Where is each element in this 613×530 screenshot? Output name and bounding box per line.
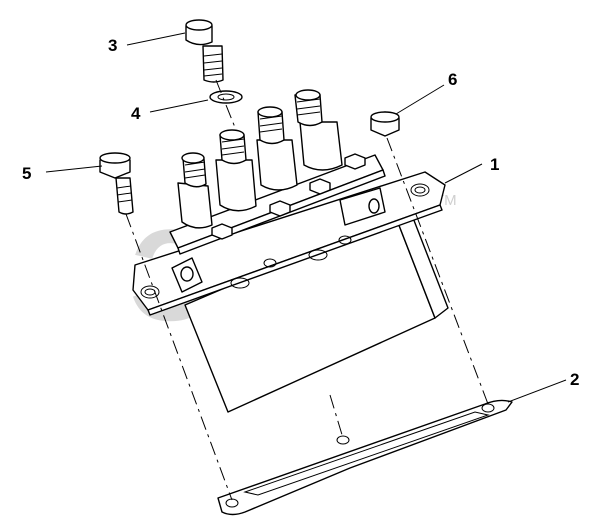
callout-3: 3 <box>108 36 117 55</box>
callout-1: 1 <box>490 155 499 174</box>
callout-6: 6 <box>448 70 457 89</box>
screw-3 <box>185 19 224 83</box>
inlet-fitting <box>339 187 386 226</box>
callout-5: 5 <box>22 164 31 183</box>
nut-6 <box>370 111 400 137</box>
plate-nuts <box>211 153 366 240</box>
assembly-centerlines <box>125 79 489 501</box>
leader-lines <box>45 32 567 403</box>
bolt-5 <box>99 152 134 215</box>
gasket <box>217 399 513 516</box>
control-lever <box>171 257 203 293</box>
callout-2: 2 <box>570 370 579 389</box>
delivery-valve-holders <box>177 89 343 229</box>
callout-4: 4 <box>131 104 141 123</box>
washer-4 <box>209 90 243 104</box>
